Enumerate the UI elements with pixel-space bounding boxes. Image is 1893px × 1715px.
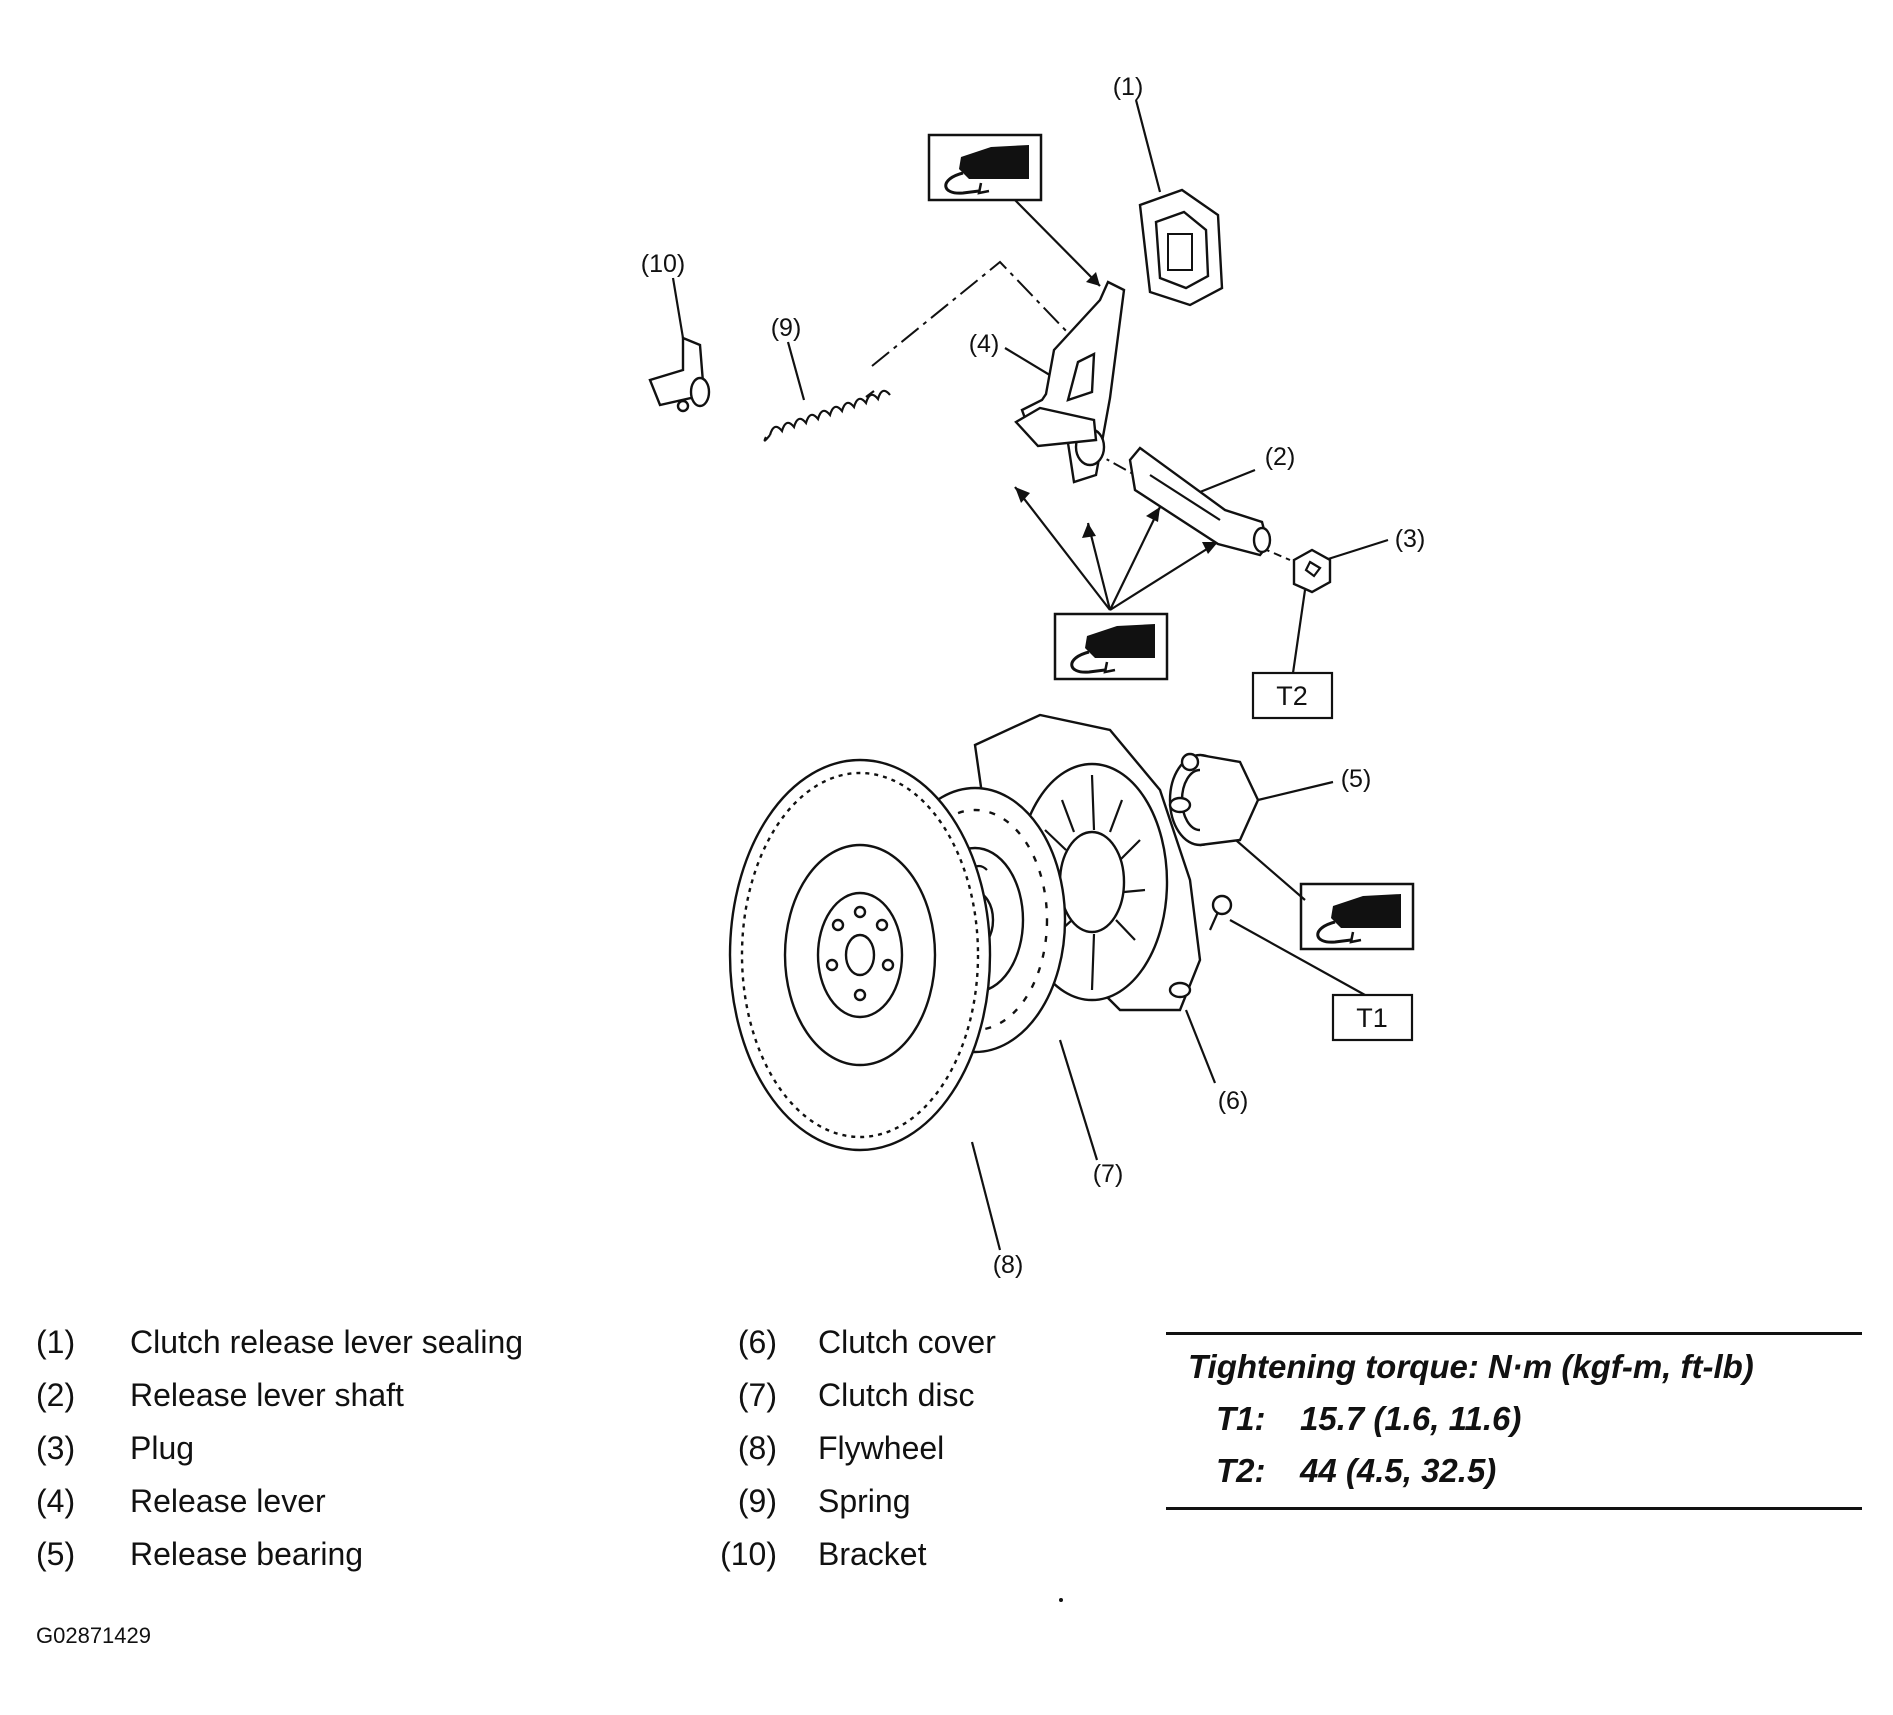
- legend-number: (9): [737, 1483, 777, 1519]
- legend-item: (8) Flywheel: [715, 1422, 1135, 1475]
- legend-item: (2) Release lever shaft: [36, 1369, 676, 1422]
- legend-item: (5) Release bearing: [36, 1528, 676, 1581]
- torque-tag-t1-text: T1: [1356, 1003, 1388, 1033]
- legend-label: Bracket: [818, 1536, 927, 1572]
- callout-8: (8): [993, 1251, 1024, 1279]
- legend-right: (6) Clutch cover (7) Clutch disc (8) Flywheel…: [715, 1316, 1135, 1581]
- callout-4: (4): [969, 330, 1000, 358]
- callout-9: (9): [771, 314, 802, 342]
- torque-tag-t2: T2: [1251, 671, 1334, 720]
- torque-value: 15.7 (1.6, 11.6): [1300, 1400, 1522, 1437]
- legend-number: (7): [737, 1377, 777, 1413]
- stray-dot: [1059, 1598, 1063, 1602]
- legend-label: Release bearing: [130, 1536, 364, 1572]
- legend-number: (3): [36, 1430, 76, 1466]
- cover-bolt: [1208, 894, 1233, 931]
- callout-6: (6): [1218, 1087, 1249, 1115]
- legend-number: (5): [36, 1536, 76, 1572]
- torque-title: Tightening torque: N·m (kgf-m, ft-lb): [1188, 1348, 1754, 1385]
- grease-icon-top: [927, 133, 1043, 202]
- legend-label: Plug: [130, 1430, 195, 1466]
- legend-number: (6): [737, 1324, 777, 1360]
- legend-number: (2): [36, 1377, 76, 1413]
- legend-item: (6) Clutch cover: [715, 1316, 1135, 1369]
- plug: [1292, 548, 1332, 594]
- torque-row-t1: T1: 15.7 (1.6, 11.6): [1166, 1393, 1862, 1445]
- legend-number: (10): [720, 1536, 777, 1572]
- torque-tag-t1: T1: [1331, 993, 1414, 1042]
- callout-2: (2): [1265, 443, 1296, 471]
- legend-label: Clutch cover: [818, 1324, 996, 1360]
- callout-5: (5): [1341, 765, 1372, 793]
- callout-7: (7): [1093, 1160, 1124, 1188]
- legend-number: (4): [36, 1483, 76, 1519]
- grease-icon-middle: [1053, 612, 1169, 681]
- callout-10: (10): [641, 250, 685, 278]
- legend-left: (1) Clutch release lever sealing (2) Releas…: [36, 1316, 676, 1581]
- legend-number: (8): [737, 1430, 777, 1466]
- spring: [763, 389, 891, 442]
- legend-item: (10) Bracket: [715, 1528, 1135, 1581]
- release-lever: [1014, 280, 1126, 484]
- legend-item: (7) Clutch disc: [715, 1369, 1135, 1422]
- grease-icon-right: [1299, 882, 1415, 951]
- clutch-release-lever-sealing: [1138, 188, 1224, 307]
- torque-value: 44 (4.5, 32.5): [1300, 1452, 1497, 1489]
- release-lever-shaft: [1128, 446, 1272, 557]
- bracket: [648, 336, 711, 413]
- legend-number: (1): [36, 1324, 76, 1360]
- leader-lines: [671, 99, 1389, 1251]
- legend-label: Release lever: [130, 1483, 326, 1519]
- release-bearing: [1168, 752, 1260, 847]
- legend-item: (1) Clutch release lever sealing: [36, 1316, 676, 1369]
- torque-key: T2:: [1216, 1452, 1266, 1489]
- torque-row-t2: T2: 44 (4.5, 32.5): [1166, 1445, 1862, 1497]
- torque-tag-t2-text: T2: [1276, 681, 1308, 711]
- legend-label: Spring: [818, 1483, 911, 1519]
- legend-label: Flywheel: [818, 1430, 945, 1466]
- legend-item: (3) Plug: [36, 1422, 676, 1475]
- legend-label: Clutch disc: [818, 1377, 975, 1413]
- legend-item: (9) Spring: [715, 1475, 1135, 1528]
- flywheel: [728, 758, 992, 1152]
- legend-label: Clutch release lever sealing: [130, 1324, 524, 1360]
- legend-item: (4) Release lever: [36, 1475, 676, 1528]
- torque-key: T1:: [1216, 1400, 1266, 1437]
- callout-3: (3): [1395, 525, 1426, 553]
- callout-1: (1): [1113, 73, 1144, 101]
- figure-id: G02871429: [36, 1623, 151, 1648]
- legend-label: Release lever shaft: [130, 1377, 404, 1413]
- tightening-torque-table: Tightening torque: N·m (kgf-m, ft-lb) T1…: [1166, 1332, 1862, 1510]
